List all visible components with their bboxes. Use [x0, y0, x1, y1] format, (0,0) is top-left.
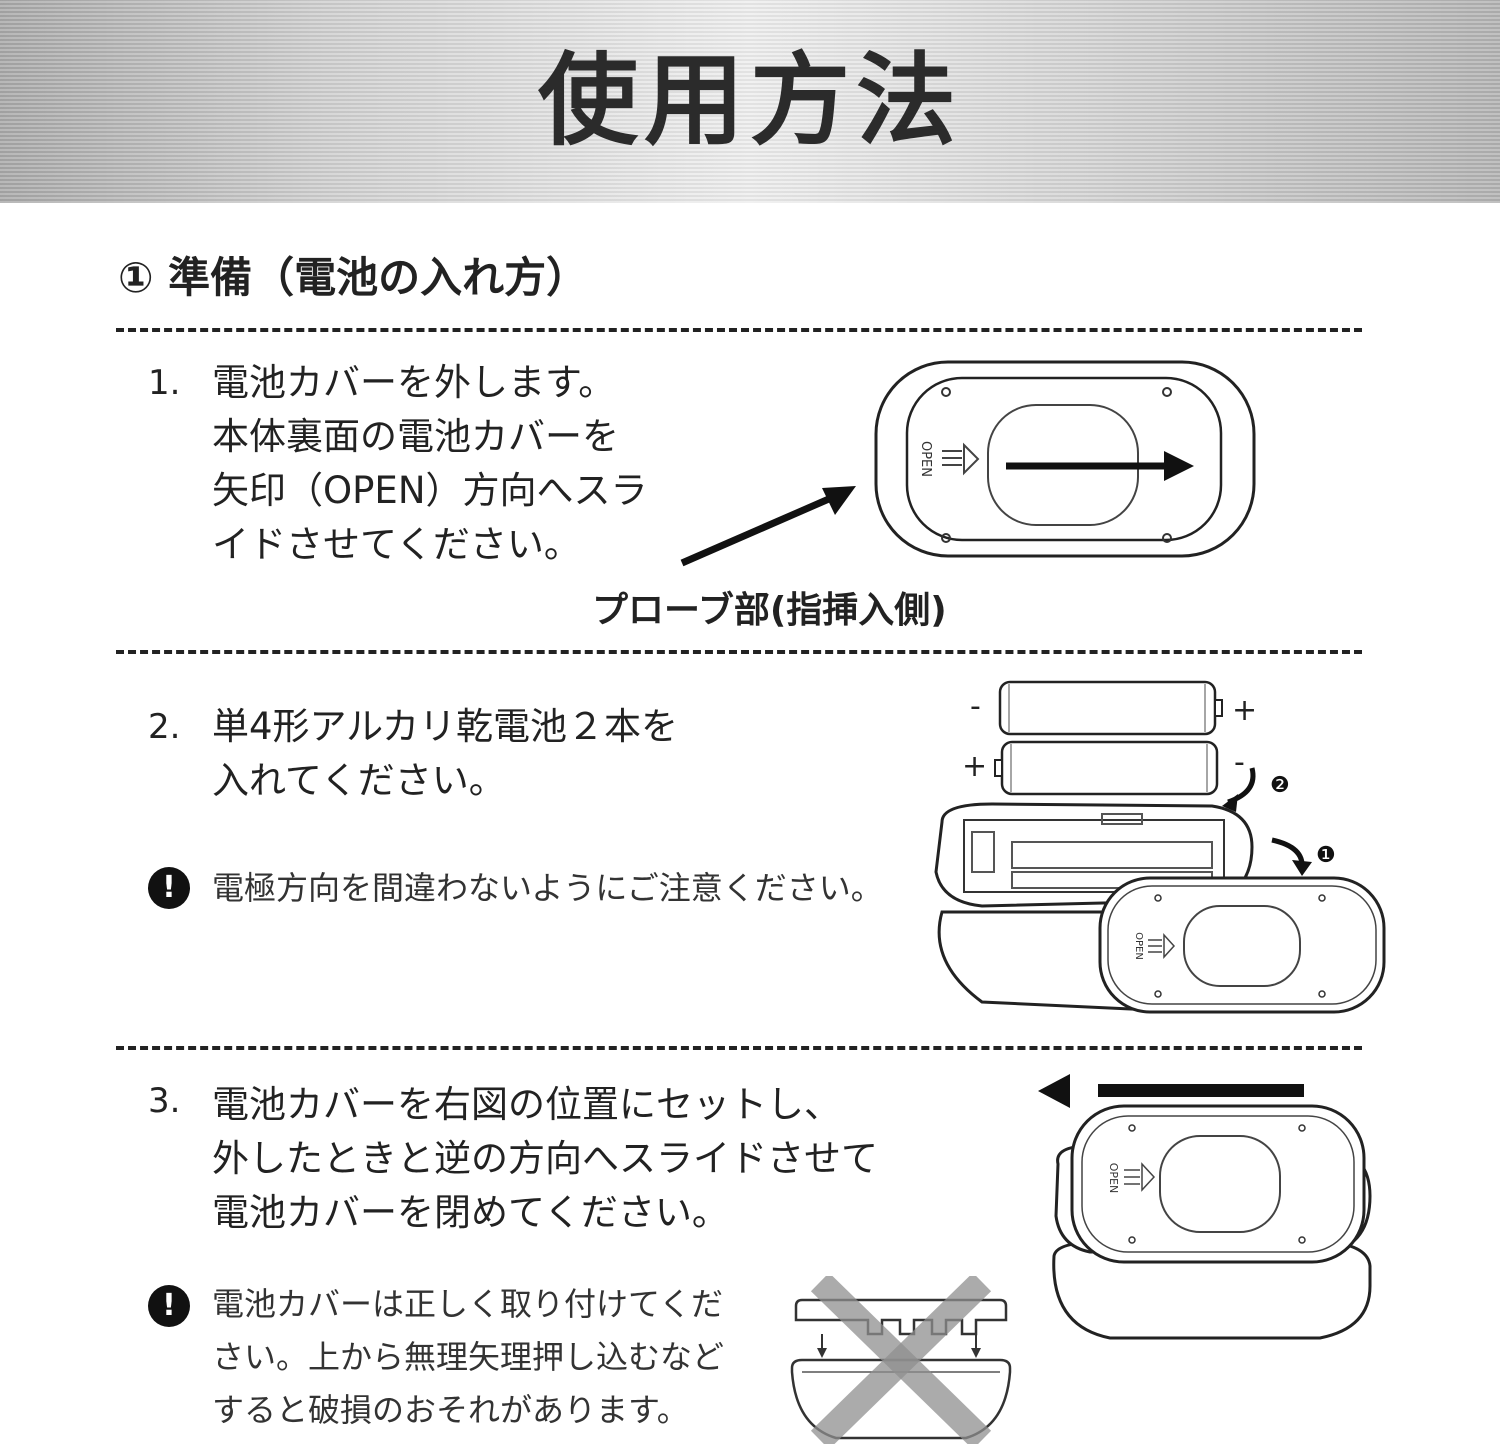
open-label: OPEN	[1107, 1163, 1120, 1193]
open-label: OPEN	[1133, 932, 1144, 960]
probe-label: プローブ部(指挿入側)	[592, 590, 947, 631]
step-3-line-2: 外したときと逆の方向へスライドさせて	[212, 1137, 878, 1180]
divider	[116, 1046, 1362, 1050]
slide-arrow-left-icon	[1038, 1074, 1070, 1108]
exclamation-icon: !	[148, 1285, 190, 1327]
step-2-line-1: 単4形アルカリ乾電池２本を	[212, 705, 679, 748]
step-3-line-3: 電池カバーを閉めてください。	[212, 1191, 729, 1234]
step-1-number: 1.	[148, 363, 181, 403]
open-label: OPEN	[918, 441, 933, 477]
probe-pointer-line	[680, 491, 840, 567]
section-title: ① 準備（電池の入れ方）	[118, 253, 589, 302]
step-marker-2: ❷	[1270, 773, 1290, 798]
step-1-line-3: 矢印（OPEN）方向へスラ	[212, 469, 648, 512]
step-3-number: 3.	[148, 1081, 181, 1121]
step-marker-1: ❶	[1316, 843, 1336, 868]
battery-bottom-minus: -	[1234, 745, 1245, 780]
probe-pointer-head	[822, 486, 856, 515]
slide-arrow-right-icon	[1164, 451, 1194, 481]
step-1-line-2: 本体裏面の電池カバーを	[212, 415, 619, 458]
cross-mark-icon	[810, 1276, 992, 1444]
step-3-note-line-1: 電池カバーは正しく取り付けてくだ	[212, 1285, 724, 1323]
step-2-number: 2.	[148, 707, 181, 747]
brushed-metal-texture	[0, 0, 1500, 203]
page-title: 使用方法	[538, 42, 962, 159]
removed-battery-cover	[1098, 876, 1386, 1014]
battery-cover-outline	[1070, 1104, 1366, 1264]
battery-bottom	[994, 740, 1219, 796]
header-banner: 使用方法	[0, 0, 1500, 203]
divider	[116, 328, 1362, 332]
battery-cover-open-illustration: OPEN	[680, 360, 1256, 567]
step-2-note: 電極方向を間違わないようにご注意ください。	[212, 869, 883, 907]
step-3-note-line-3: すると破損のおそれがあります。	[212, 1391, 689, 1429]
step-2-line-2: 入れてください。	[212, 759, 506, 802]
exclamation-icon: !	[148, 867, 190, 909]
divider	[116, 650, 1362, 654]
battery-cover-outline	[905, 376, 1223, 542]
step-3-line-1: 電池カバーを右図の位置にセットし、	[212, 1083, 841, 1126]
open-chevron-icon	[942, 442, 980, 476]
slide-arrow-line	[1098, 1084, 1304, 1097]
battery-compartment	[963, 819, 1225, 893]
step-1-line-4: イドさせてください。	[212, 523, 581, 566]
incorrect-installation-illustration	[790, 1276, 1012, 1444]
battery-top-plus: +	[1232, 693, 1257, 728]
open-chevron-icon	[1148, 933, 1176, 959]
step-3-note-line-2: さい。上から無理矢理押し込むなど	[212, 1338, 725, 1376]
battery-cover-close-illustration: OPEN	[1038, 1074, 1372, 1340]
open-chevron-icon	[1124, 1162, 1156, 1192]
battery-top-minus: -	[970, 689, 981, 724]
cover-center-recess	[1159, 1135, 1281, 1233]
battery-top	[998, 680, 1223, 736]
battery-insert-illustration: - + + - ❷ ❶ OPEN	[934, 680, 1386, 1014]
battery-bottom-plus: +	[962, 749, 987, 784]
step-1-line-1: 電池カバーを外します。	[212, 361, 616, 404]
